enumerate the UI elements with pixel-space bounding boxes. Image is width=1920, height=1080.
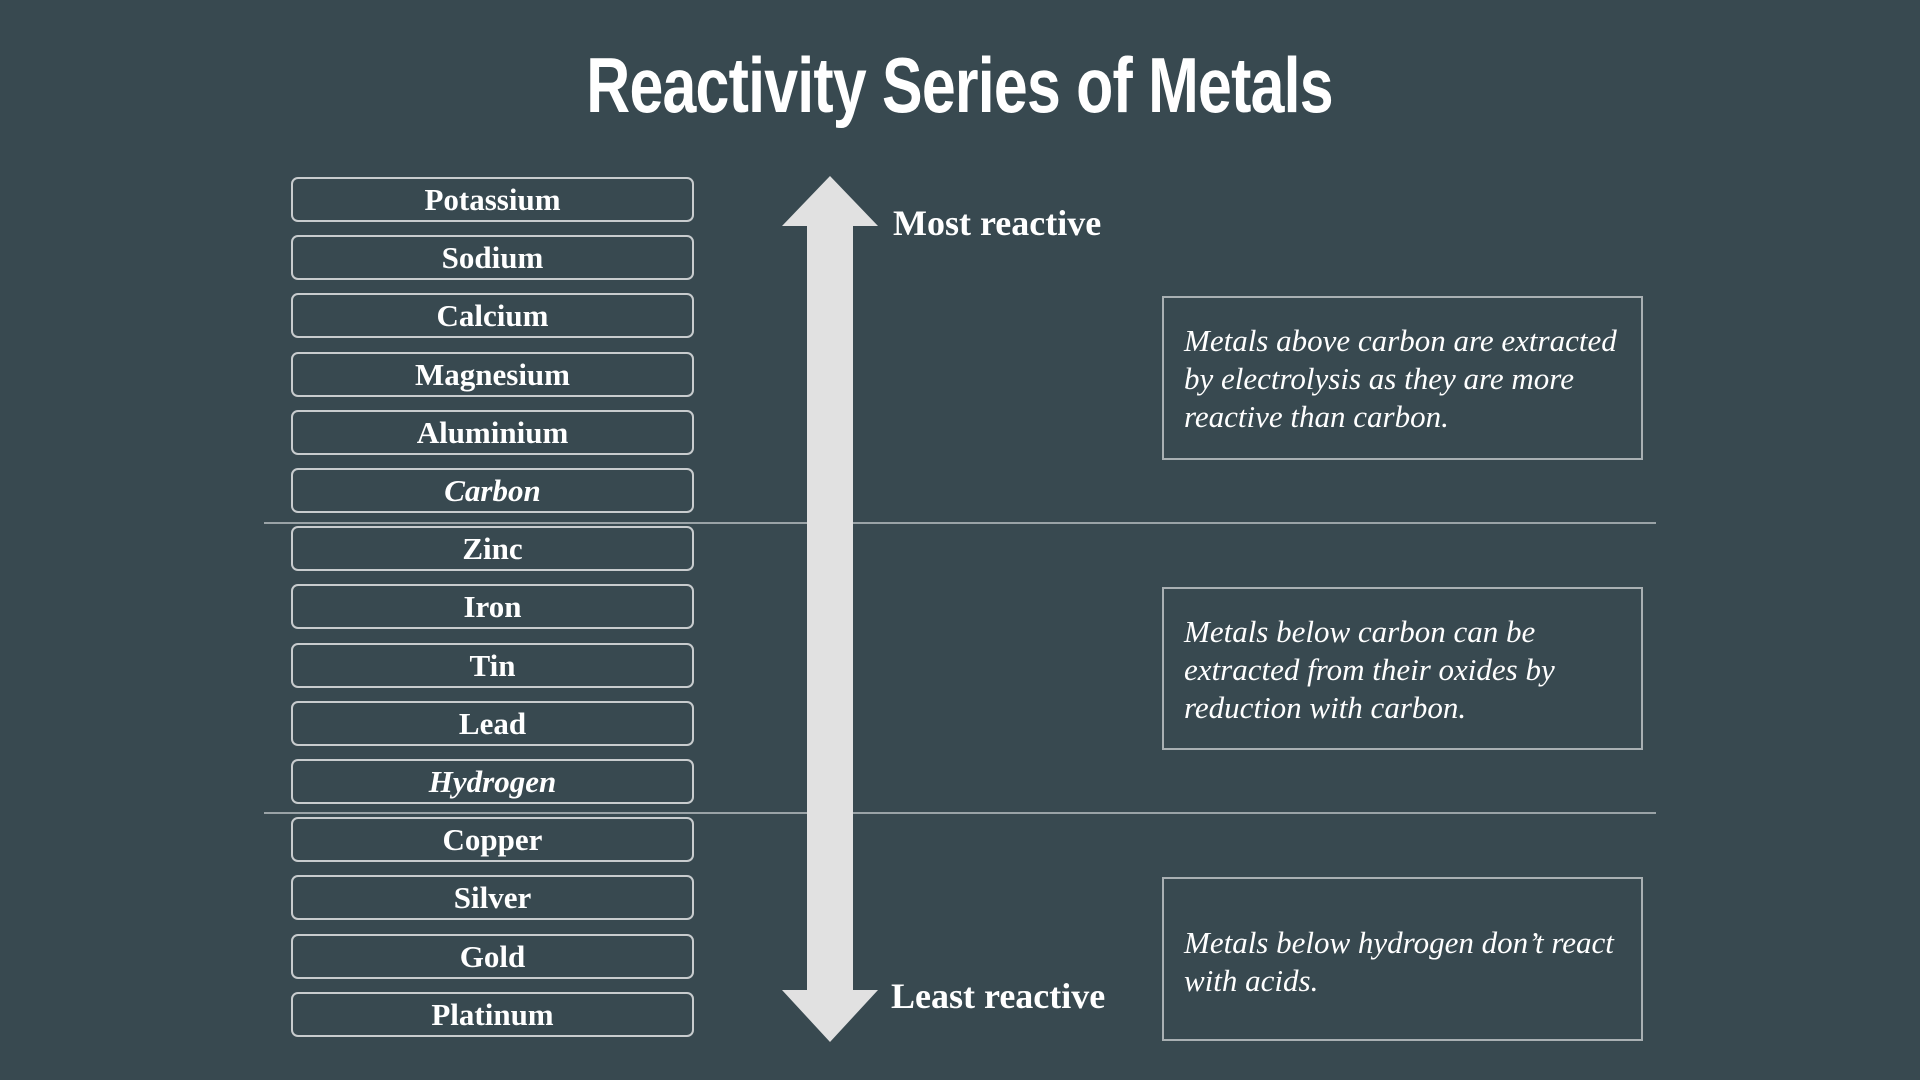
least-reactive-label: Least reactive: [891, 976, 1106, 1016]
metal-box-carbon: Carbon: [291, 468, 694, 513]
metal-box-sodium: Sodium: [291, 235, 694, 281]
metal-box-aluminium: Aluminium: [291, 409, 694, 455]
most-reactive-label: Most reactive: [893, 203, 1102, 243]
page-title: Reactivity Series of Metals: [586, 41, 1334, 129]
metal-box-potassium: Potassium: [291, 177, 694, 222]
carbon-divider: [264, 522, 1656, 524]
hydrogen-divider: [264, 812, 1656, 814]
double-arrow-icon: [782, 176, 878, 1042]
metal-box-lead: Lead: [291, 700, 694, 746]
metal-box-magnesium: Magnesium: [291, 351, 694, 397]
metal-box-tin: Tin: [291, 642, 694, 688]
metal-box-iron: Iron: [291, 584, 694, 630]
note-below-carbon: Metals below carbon can be extracted fro…: [1162, 587, 1643, 750]
metal-box-calcium: Calcium: [291, 293, 694, 339]
note-above-carbon: Metals above carbon are extracted by ele…: [1162, 296, 1643, 460]
metal-box-gold: Gold: [291, 933, 694, 979]
metal-box-silver: Silver: [291, 875, 694, 921]
metal-box-hydrogen: Hydrogen: [291, 759, 694, 804]
note-below-hydrogen: Metals below hydrogen don’t react with a…: [1162, 877, 1643, 1041]
metal-box-platinum: Platinum: [291, 991, 694, 1037]
metal-box-copper: Copper: [291, 817, 694, 863]
metal-box-zinc: Zinc: [291, 526, 694, 572]
